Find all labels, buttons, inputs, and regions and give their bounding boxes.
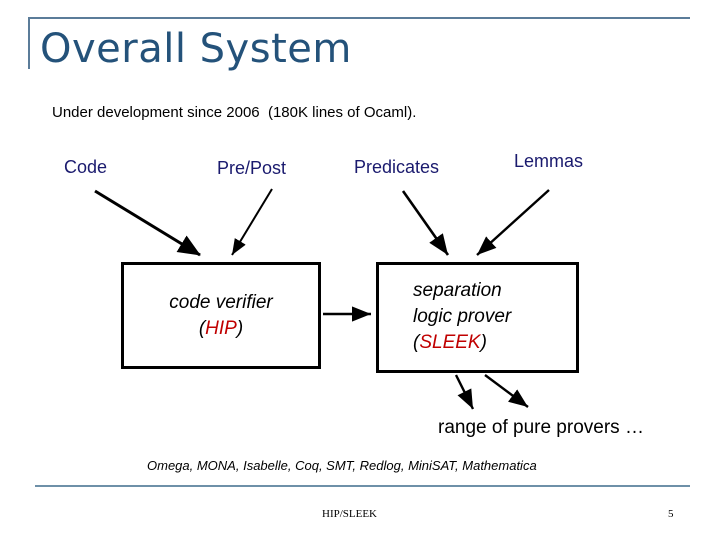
sleek-role-line2: logic prover — [413, 306, 512, 327]
subtitle-text: Under development since 2006 (180K lines… — [52, 104, 417, 121]
sleek-close-paren: ) — [480, 332, 487, 353]
input-label-predicates: Predicates — [354, 157, 440, 177]
page-title: Overall System — [40, 26, 352, 72]
hip-open-paren: ( — [198, 318, 206, 339]
range-of-provers-note: range of pure provers … — [438, 417, 644, 438]
node-box-sleek-text: separation logic prover (SLEEK) — [413, 278, 511, 356]
node-box-hip: code verifier (HIP) — [121, 262, 321, 369]
hip-role-label: code verifier — [169, 292, 273, 313]
title-rule-vertical — [28, 17, 30, 69]
footer-label: HIP/SLEEK — [322, 508, 377, 520]
arrow-predicates-to-sleek — [401, 190, 450, 256]
node-box-sleek: separation logic prover (SLEEK) — [376, 262, 579, 373]
hip-tool-name: HIP — [205, 318, 237, 339]
hip-close-paren: ) — [236, 318, 244, 339]
arrow-sleek-to-provers-left — [454, 374, 475, 410]
input-label-prepost: Pre/Post — [217, 158, 287, 178]
arrow-prepost-to-hip — [231, 188, 273, 256]
provers-list-text: Omega, MONA, Isabelle, Coq, SMT, Redlog,… — [147, 458, 537, 473]
input-label-lemmas: Lemmas — [514, 151, 584, 171]
arrow-code-to-hip — [94, 189, 201, 257]
hip-name-line: (HIP) — [124, 316, 318, 342]
sleek-open-paren: ( — [413, 332, 420, 353]
input-label-code: Code — [64, 157, 108, 177]
sleek-name-line: (SLEEK) — [413, 330, 511, 356]
sleek-role-line1: separation — [413, 280, 502, 301]
sleek-tool-name: SLEEK — [419, 332, 481, 353]
node-box-hip-text: code verifier (HIP) — [124, 290, 318, 342]
footer-page-number: 5 — [668, 508, 674, 520]
arrow-lemmas-to-sleek — [476, 189, 550, 256]
title-rule-horizontal — [28, 17, 690, 19]
footer-rule — [35, 485, 690, 487]
arrow-sleek-to-provers-right — [484, 374, 529, 408]
